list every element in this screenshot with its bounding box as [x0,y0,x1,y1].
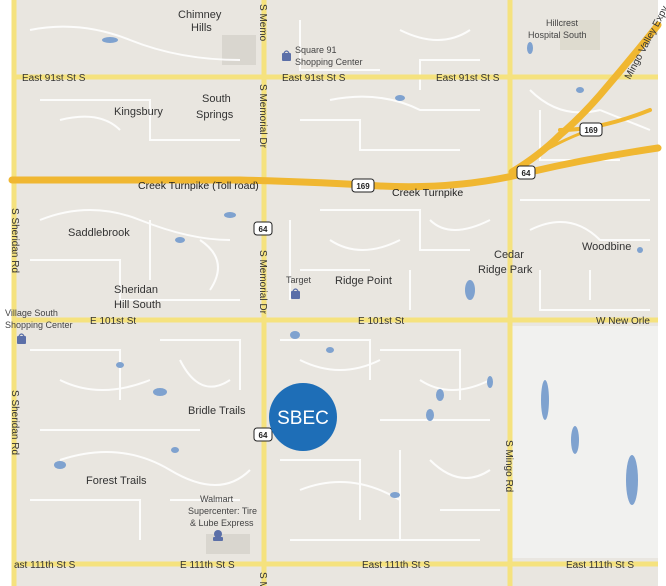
poi-label-walmart-sub2: & Lube Express [190,518,254,528]
place-label-saddlebrook: Saddlebrook [68,227,130,239]
pond [395,95,405,101]
highway-shields: 169 169 64 64 64 [253,122,603,442]
road-label-mingo: S Mingo Rd [503,440,514,492]
hospital-grounds [560,20,600,50]
road-label-memorial: S Mem [257,572,268,586]
road-label-e111: East 111th St S [566,560,634,571]
svg-text:64: 64 [522,169,531,178]
place-label-cedar-ridge-park: Ridge Park [478,264,533,276]
place-label-chimney: Chimney [178,9,222,21]
svg-text:64: 64 [259,225,268,234]
road-label-e91: East 91st St S [282,73,346,84]
residential-streets [29,20,651,541]
road-label-sheridan: S Sheridan Rd [9,208,20,273]
pond [576,87,584,93]
pond [527,42,533,54]
place-label-cedar: Cedar [494,249,524,261]
pond [171,447,179,453]
arterial-roads [11,0,658,586]
svg-text:169: 169 [584,126,598,135]
pond [290,331,300,339]
place-label-sheridan: Sheridan [114,284,158,296]
pond [426,409,434,421]
pond [326,347,334,353]
poi-label-village: Village South [5,308,58,318]
pond [116,362,124,368]
road-label-w-new-orleans: W New Orle [596,316,650,327]
poi-label-walmart: Walmart [200,494,234,504]
road-label-e101: E 101st St [90,316,136,327]
place-label-bridle-trails: Bridle Trails [188,405,246,417]
pond [626,455,638,505]
us-64-shield: 64 [516,165,536,180]
poi-label-square91: Square 91 [295,45,337,55]
us-64-shield: 64 [253,221,273,236]
undeveloped-area [512,326,658,558]
place-labels: Chimney Hills Kingsbury South Springs Sa… [68,9,631,487]
poi-label-village-sub: Shopping Center [5,320,73,330]
pond [54,461,66,469]
place-label-south-springs: Springs [196,109,234,121]
place-label-ridge-point: Ridge Point [335,275,392,287]
pond [153,388,167,396]
us-169-shield: 169 [579,122,603,137]
sbec-location-marker[interactable]: SBEC [269,383,337,451]
poi-label-target: Target [286,275,312,285]
road-label-creek-turnpike: Creek Turnpike [392,187,463,199]
pond [224,212,236,218]
creek-turnpike [8,144,662,191]
road-label-e91: East 91st St S [22,73,86,84]
shopping-bag-icon[interactable] [17,333,26,344]
road-label-memorial: S Memo [257,4,268,42]
road-label-e101: E 101st St [358,316,404,327]
road-label-creek-turnpike-toll: Creek Turnpike (Toll road) [138,180,259,192]
road-label-e91: East 91st St S [436,73,500,84]
pond [390,492,400,498]
road-label-e111: East 111th St S [362,560,430,571]
pond [175,237,185,243]
poi-labels: Square 91 Shopping Center Hillcrest Hosp… [5,18,587,528]
poi-label-square91-sub: Shopping Center [295,57,363,67]
place-label-south: South [202,93,231,105]
poi-label-hillcrest: Hillcrest [546,18,579,28]
us-64-shield: 64 [253,427,273,442]
car-service-icon[interactable] [213,530,223,541]
poi-label-hillcrest-sub: Hospital South [528,30,587,40]
pond [436,389,444,401]
place-label-kingsbury: Kingsbury [114,106,163,118]
shopping-bag-icon[interactable] [291,288,300,299]
place-label-forest-trails: Forest Trails [86,475,147,487]
sbec-marker-label: SBEC [277,408,329,429]
water-features [54,37,643,505]
road-label-e111: ast 111th St S [14,560,76,571]
place-label-chimney-hills: Hills [191,22,212,34]
shopping-bag-icon[interactable] [282,50,291,61]
us-169-shield: 169 [351,178,375,193]
pond [541,380,549,420]
pond [465,280,475,300]
place-label-sheridan-hill-south: Hill South [114,299,161,311]
road-label-sheridan: S Sheridan Rd [9,390,20,455]
poi-icons [17,50,300,541]
pond [571,426,579,454]
road-label-memorial: S Memorial Dr [257,84,268,149]
pond [487,376,493,388]
road-label-e111: E 111th St S [180,560,235,571]
svg-text:64: 64 [259,431,268,440]
place-label-woodbine: Woodbine [582,241,631,253]
svg-text:169: 169 [356,182,370,191]
poi-label-walmart-sub1: Supercenter: Tire [188,506,257,516]
highway-ramp [558,108,652,132]
walmart-lot [206,534,250,554]
road-label-memorial: S Memorial Dr [257,250,268,315]
pond [102,37,118,43]
pond [637,247,643,253]
